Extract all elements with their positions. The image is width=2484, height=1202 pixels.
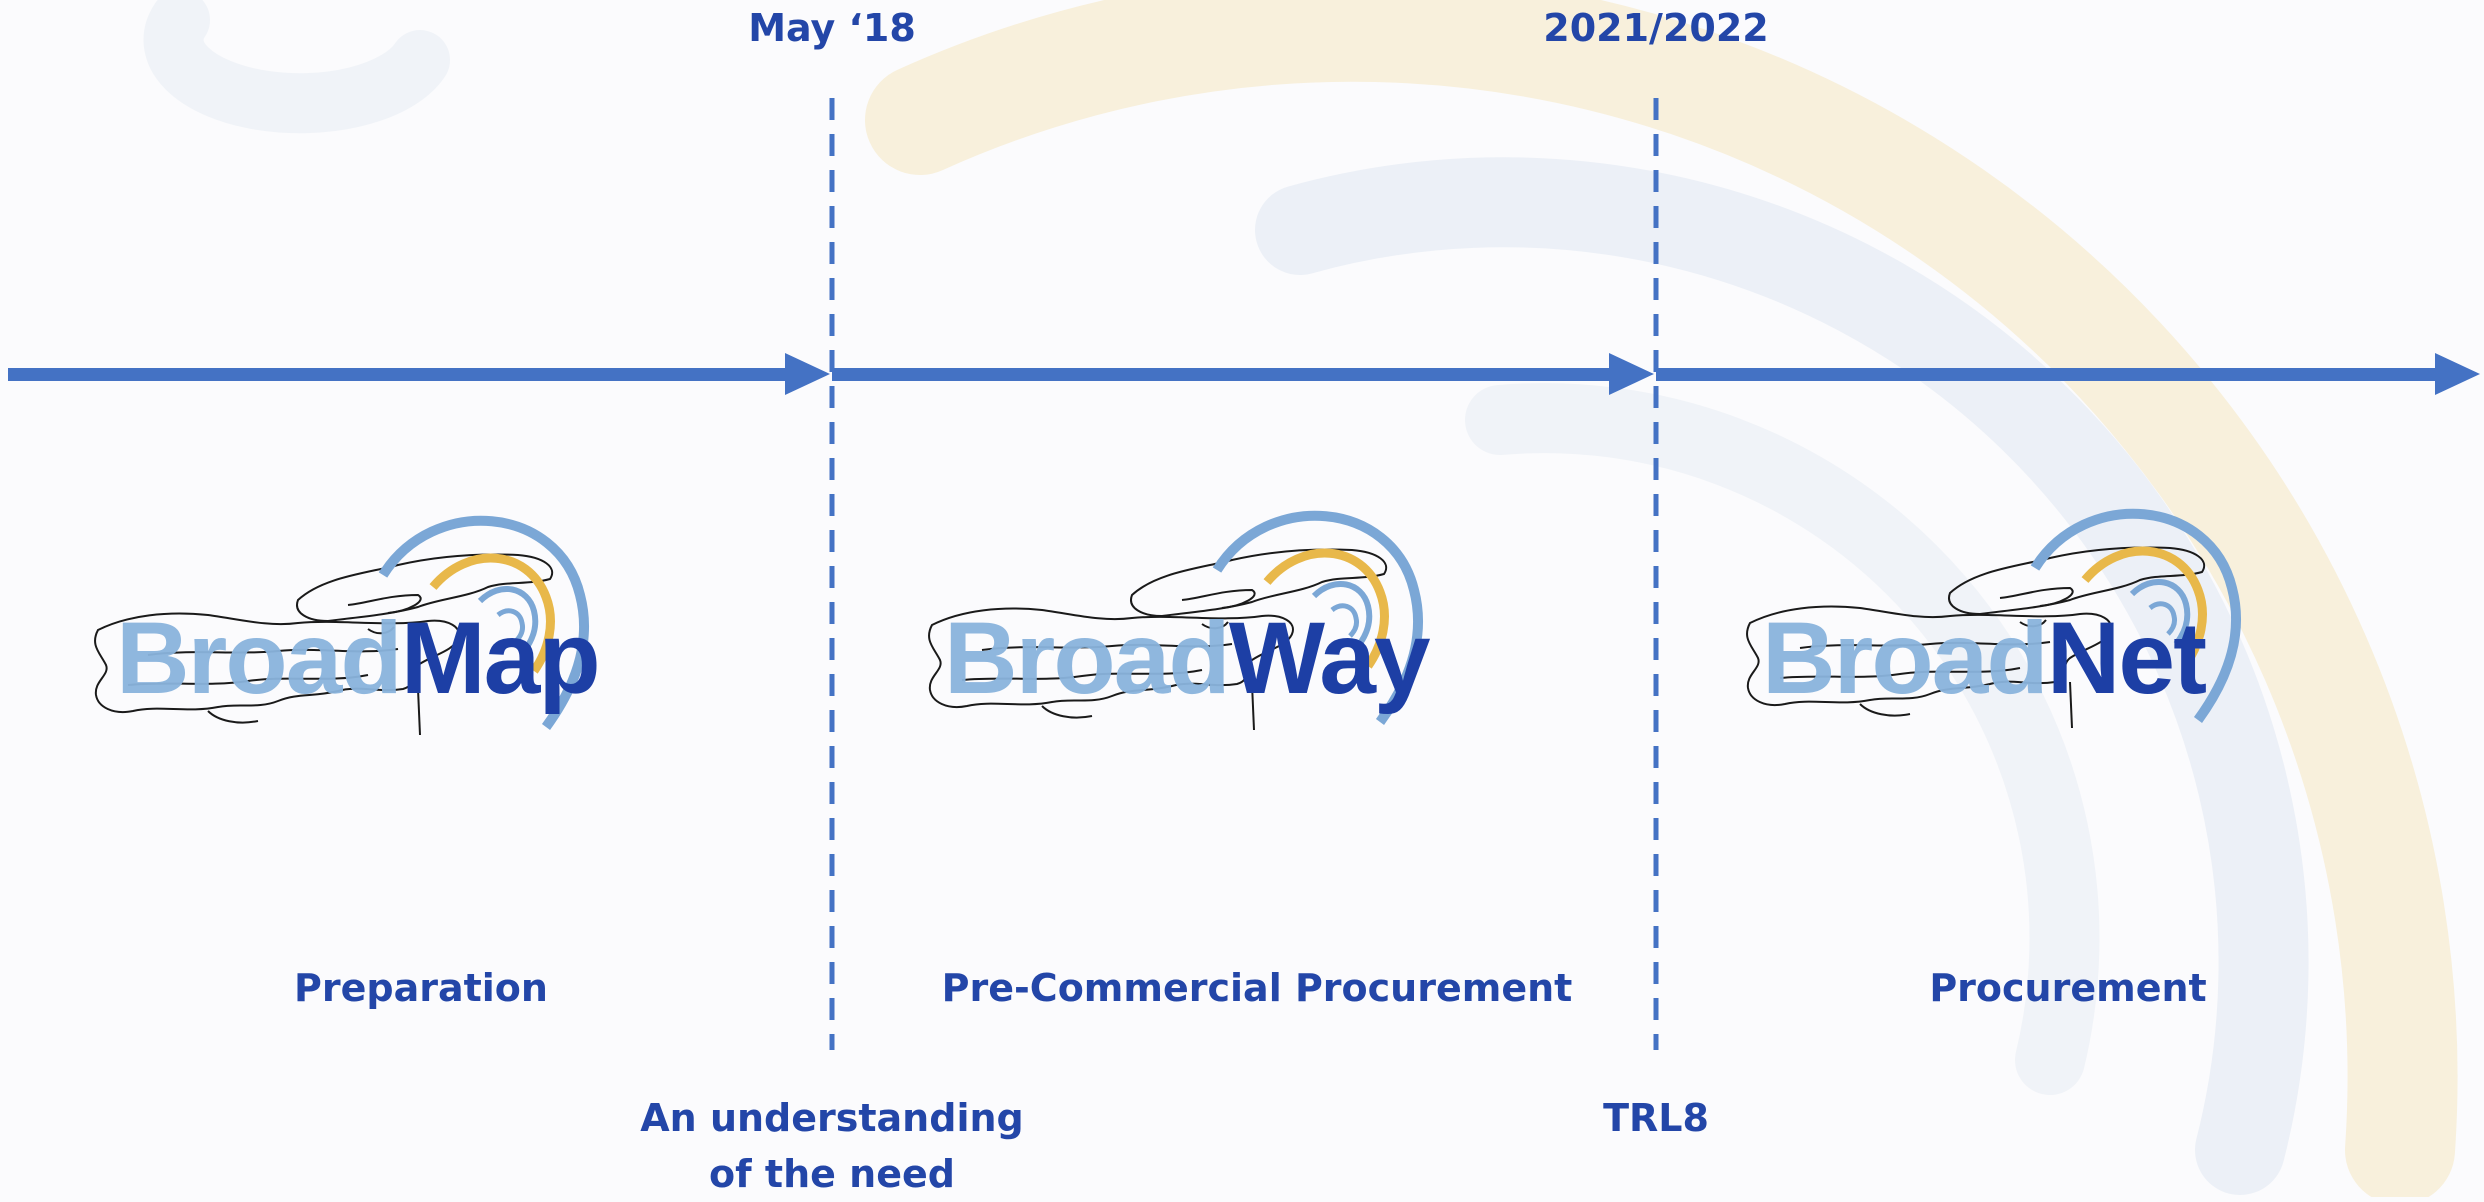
arrow-right-icon [832,353,1654,395]
logo-broadmap: BroadMap [95,521,601,735]
svg-text:BroadWay: BroadWay [944,601,1431,715]
milestone-outcome-1: An understanding of the need [582,1090,1082,1202]
logo-prefix: Broad [944,601,1229,715]
timeline-arrows [8,353,2480,395]
milestone-dividers [829,98,1659,1050]
logo-prefix: Broad [1762,601,2047,715]
milestone-outcome-1-line2: of the need [709,1152,955,1196]
logo-suffix: Net [2047,601,2206,715]
milestone-outcome-1-line1: An understanding [640,1096,1024,1140]
logo-suffix: Way [1229,601,1431,715]
milestone-outcome-2: TRL8 [1603,1096,1709,1140]
milestone-date-1: May ‘18 [748,6,916,50]
logo-broadway: BroadWay [929,516,1433,730]
milestone-date-2: 2021/2022 [1543,6,1769,50]
arrow-right-icon [8,353,830,395]
logo-prefix: Broad [116,601,401,715]
background-watermark [143,0,2458,1197]
svg-text:BroadNet: BroadNet [1762,601,2206,715]
logo-broadnet: BroadNet [1747,514,2236,728]
arrow-right-icon [1656,353,2480,395]
svg-text:BroadMap: BroadMap [116,601,599,715]
logo-suffix: Map [401,601,599,715]
phase-label-pre-commercial-procurement: Pre-Commercial Procurement [941,966,1573,1010]
phase-label-procurement: Procurement [1929,966,2207,1010]
phase-label-preparation: Preparation [294,966,548,1010]
